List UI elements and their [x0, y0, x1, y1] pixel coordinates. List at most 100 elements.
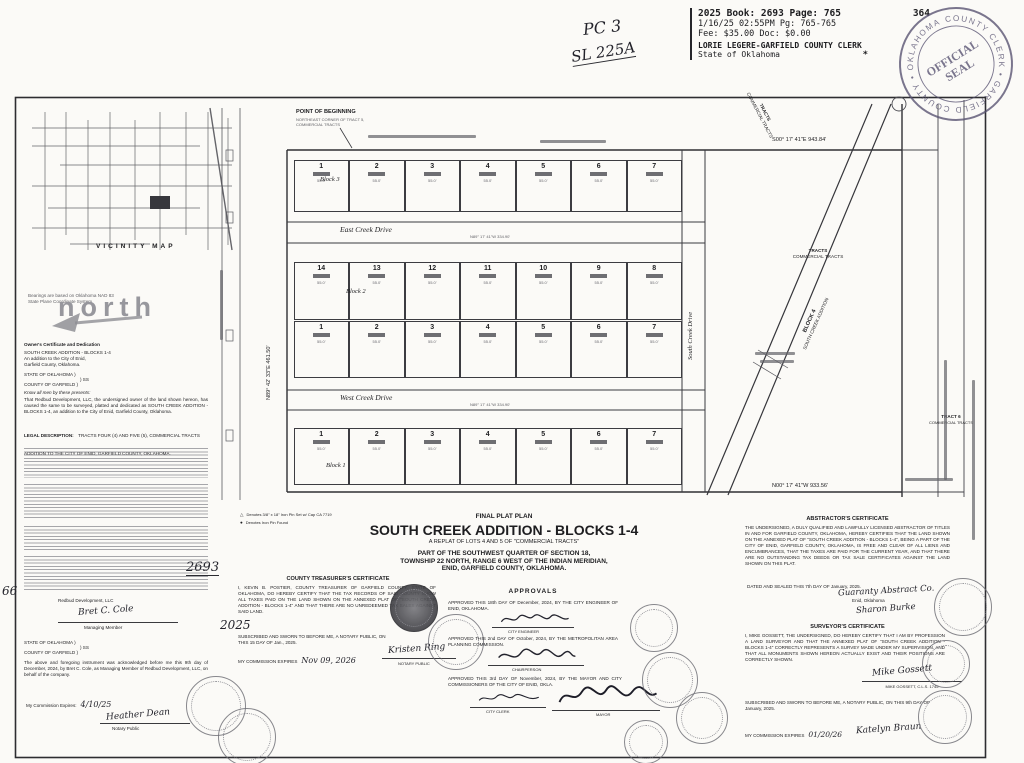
surveyor-commission: MY COMMISSION EXPIRES 01/20/26 — [745, 730, 842, 739]
west-creek-drive-label: West Creek Drive — [340, 393, 393, 402]
chairperson-label: CHAIRPERSON — [512, 667, 542, 672]
lot-width-dimension: 55.0' — [483, 280, 493, 285]
lot-address-smudge — [590, 333, 608, 337]
lot-width-dimension: 55.0' — [372, 446, 382, 451]
title-part2: TOWNSHIP 22 NORTH, RANGE 6 WEST OF THE I… — [400, 557, 608, 565]
stamp-clerk-name: LORIE LEGERE-GARFIELD COUNTY CLERK — [698, 41, 862, 50]
city-clerk-label: CITY CLERK — [486, 709, 510, 714]
venue-county: COUNTY OF GARFIELD ) — [24, 382, 79, 387]
vicinity-map-label: VICINITY MAP — [96, 243, 176, 250]
text-smudge — [540, 140, 606, 143]
lot-width-dimension: 55.0' — [427, 446, 437, 451]
lot-address-smudge — [368, 172, 386, 176]
surveyor-seal — [922, 640, 970, 688]
signature-line — [382, 658, 456, 659]
commission-expires-label: My Commission Expires: — [26, 703, 77, 708]
lot-number: 5 — [541, 431, 546, 438]
lot-number: 10 — [539, 265, 548, 272]
approval-mayor-text: APPROVED THIS 3rd DAY OF November, 2024,… — [448, 676, 622, 687]
lot-number: 3 — [430, 431, 435, 438]
lot-width-dimension: 55.0' — [538, 446, 548, 451]
lot-width-dimension: 55.0' — [483, 178, 493, 183]
treasurer-seal — [390, 584, 438, 632]
lot-parcel: 8 55.0' — [626, 262, 682, 320]
lot-address-smudge — [590, 274, 608, 278]
engineer-label: CITY ENGINEER — [508, 629, 540, 634]
lot-address-smudge — [479, 440, 497, 444]
surveyor-sworn: SUBSCRIBED AND SWORN TO BEFORE ME, A NOT… — [745, 700, 930, 711]
lot-width-dimension: 55.0' — [649, 339, 659, 344]
lot-parcel: 5 55.0' — [515, 428, 571, 485]
title-block: FINAL PLAT PLAN SOUTH CREEK ADDITION - B… — [364, 513, 644, 573]
lot-address-smudge — [534, 274, 552, 278]
treasurer-sworn: SUBSCRIBED AND SWORN TO BEFORE ME, A NOT… — [238, 634, 386, 645]
signature-line — [58, 622, 178, 623]
lot-address-smudge — [645, 333, 663, 337]
signature-line — [552, 710, 660, 711]
text-smudge — [368, 135, 476, 138]
lot-number: 2 — [374, 431, 379, 438]
county-clerk-seal: COUNTY CLERK • GARFIELD COUNTY • OKLAHOM… — [883, 0, 1016, 128]
owner-company-line: Redbud Development, LLC — [58, 598, 114, 603]
stamp-state: State of Oklahoma — [698, 50, 780, 59]
tracts-label-mid: TRACTS COMMERCIAL TRACTS — [792, 248, 844, 259]
text-smudge — [220, 270, 223, 340]
title-replat: A REPLAT OF LOTS 4 AND 5 OF "COMMERCIAL … — [428, 538, 580, 545]
stamp-page-extra: 364 — [912, 8, 930, 19]
lot-address-smudge — [423, 274, 441, 278]
lot-parcel: 3 55.0' — [404, 428, 460, 485]
lot-number: 6 — [596, 324, 601, 331]
city-seal — [630, 604, 678, 652]
lot-width-dimension: 55.0' — [538, 178, 548, 183]
treasurer-expires-date: Nov 09, 2026 — [301, 656, 356, 665]
lot-width-dimension: 55.0' — [594, 280, 604, 285]
legend-text-pin-found: Denotes Iron Pin Found — [245, 520, 289, 526]
lot-address-smudge — [312, 274, 330, 278]
city-seal — [642, 652, 698, 708]
lot-number: 4 — [485, 431, 490, 438]
city-seal — [676, 692, 728, 744]
lot-address-smudge — [590, 440, 608, 444]
lot-width-dimension: 55.0' — [372, 280, 382, 285]
point-of-beginning-label: POINT OF BEGINNING — [296, 109, 356, 115]
lot-parcel: 13 55.0' — [349, 262, 405, 320]
lot-address-smudge — [423, 172, 441, 176]
approval-engineer-text: APPROVED THIS 18th DAY OF December, 2024… — [448, 600, 618, 611]
lot-number: 12 — [428, 265, 437, 272]
lot-number: 13 — [372, 265, 381, 272]
text-smudge — [755, 352, 795, 355]
lot-number: 8 — [652, 265, 657, 272]
lot-width-dimension: 55.0' — [649, 280, 659, 285]
mayor-signature — [558, 685, 658, 703]
lot-width-dimension: 55.0' — [372, 339, 382, 344]
east-creek-drive-label: East Creek Drive — [340, 225, 392, 234]
owner-dedication-text: That Redbud Development, LLC, the unders… — [24, 397, 208, 414]
abstractor-dated-line: DATED AND SEALED THIS 7th DAY OF January… — [747, 584, 861, 589]
notary-venue-county: COUNTY OF GARFIELD ) — [24, 650, 79, 655]
lot-number: 6 — [596, 431, 601, 438]
title-part3: ENID, GARFIELD COUNTY, OKLAHOMA. — [441, 565, 567, 573]
lot-address-smudge — [423, 440, 441, 444]
handwritten-year-number: 2025 — [220, 618, 251, 632]
venue-ss: ) SS — [80, 377, 89, 382]
engineer-signature — [500, 614, 569, 623]
handwritten-pc-number: PC 3 — [582, 16, 623, 39]
lot-width-dimension: 55.0' — [316, 446, 326, 451]
lot-address-smudge — [534, 333, 552, 337]
left-notary-title: Notary Public — [112, 726, 140, 731]
abstract-firm-city: Enid, Oklahoma — [852, 598, 885, 603]
signature-line — [862, 681, 962, 682]
west-creek-dim: N89° 17' 41"W 334.90' — [470, 402, 511, 407]
